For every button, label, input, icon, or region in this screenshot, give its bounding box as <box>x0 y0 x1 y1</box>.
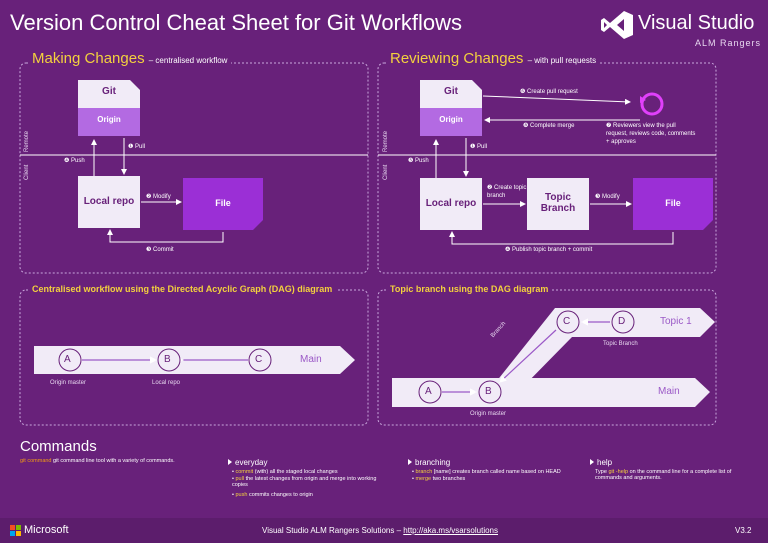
everyday-bullet-icon <box>228 459 232 465</box>
version-label: V3.2 <box>735 526 752 535</box>
commit-b <box>157 348 181 372</box>
commands-intro: git command git command line tool with a… <box>20 458 175 464</box>
origin-label: Origin <box>97 115 121 124</box>
topic-branch-band <box>488 308 715 392</box>
origin-master-label: Origin master <box>470 411 507 417</box>
main-label: Main <box>658 386 680 397</box>
command-item: • branch [name] creates branch called na… <box>412 469 561 475</box>
commit-arrow <box>107 229 224 243</box>
main-label: Main <box>300 354 322 365</box>
commit-c <box>248 348 272 372</box>
origin-label: Origin <box>439 115 463 124</box>
modify-label: ❸ Modify <box>595 194 620 200</box>
git-box <box>78 80 140 108</box>
create-branch-label: ❷ Create topic branch <box>487 185 527 199</box>
commit-a <box>418 380 442 404</box>
commands-title: Commands <box>20 438 97 455</box>
complete-merge-label: ❽ Complete merge <box>523 123 575 129</box>
commit-b <box>478 380 502 404</box>
git-label: Git <box>444 86 458 97</box>
create-pr-label: ❻ Create pull request <box>520 89 578 95</box>
local-repo-box <box>78 176 140 228</box>
brand-name: Visual Studio <box>638 12 755 34</box>
file-label: File <box>215 198 231 208</box>
pull-label: ❶ Pull <box>470 144 488 150</box>
branching-bullet-icon <box>408 459 412 465</box>
git-box <box>420 80 482 108</box>
making-changes-title: Making Changes – centralised workflow <box>28 50 232 67</box>
commit-d <box>611 310 635 334</box>
commit-d-label: D <box>618 316 626 327</box>
topic-branch-label: Topic Branch <box>540 192 576 214</box>
commit-b-label: B <box>485 386 492 397</box>
push-label: ❹ Push <box>64 158 85 164</box>
create-pr-arrow <box>482 95 631 105</box>
topic1-label: Topic 1 <box>660 316 692 327</box>
help-bullet-icon <box>590 459 594 465</box>
help-text: Type git -help on the command line for a… <box>595 469 732 481</box>
command-item: • commit (with) all the staged local cha… <box>232 469 338 475</box>
commit-a-label: A <box>64 354 71 365</box>
command-item: • push commits changes to origin <box>232 492 313 498</box>
file-fold <box>703 220 713 230</box>
client-label: Client <box>383 164 389 180</box>
microsoft-label: Microsoft <box>24 524 69 536</box>
publish-arrow <box>449 231 674 245</box>
everyday-heading: everyday <box>235 458 268 467</box>
local-repo-box <box>420 178 482 230</box>
client-label: Client <box>24 164 30 180</box>
topic-branch-label: Topic Branch <box>603 341 638 347</box>
local-repo-label: Local repo <box>83 196 135 207</box>
commit-c-label: C <box>255 354 263 365</box>
help-heading: help <box>597 458 613 467</box>
reviewers-label: ❼ Reviewers view the pull request, revie… <box>606 123 696 145</box>
publish-label: ❹ Publish topic branch + commit <box>505 247 593 253</box>
commit-b-label: B <box>164 354 171 365</box>
remote-label: Remote <box>24 130 30 152</box>
remote-label: Remote <box>383 130 389 152</box>
review-cycle-icon <box>640 92 664 116</box>
origin-fold <box>472 80 482 90</box>
reviewing-changes-panel <box>377 62 717 274</box>
local-repo-label: Local repo <box>425 198 477 209</box>
footer-bar <box>0 518 768 543</box>
command-item: • merge two branches <box>412 476 466 482</box>
main-branch-band <box>392 378 710 407</box>
file-box <box>633 178 713 230</box>
visual-studio-logo-icon <box>600 10 634 45</box>
commit-a <box>58 348 82 372</box>
commit-c <box>556 310 580 334</box>
commit-label: ❸ Commit <box>146 247 174 253</box>
origin-box <box>420 108 482 136</box>
origin-fold <box>130 80 140 90</box>
dag-central-title: Centralised workflow using the Directed … <box>28 284 337 294</box>
origin-box <box>78 108 140 136</box>
command-item: • pull the latest changes from origin an… <box>232 476 377 488</box>
reviewing-changes-title: Reviewing Changes – with pull requests <box>386 50 601 67</box>
file-label: File <box>665 198 681 208</box>
branching-heading: branching <box>415 458 451 467</box>
pull-label: ❶ Pull <box>128 144 146 150</box>
brand-subtitle: ALM Rangers <box>695 38 762 48</box>
push-label: ❺ Push <box>408 158 429 164</box>
page-title: Version Control Cheat Sheet for Git Work… <box>10 10 463 35</box>
commit-a-label: A <box>425 386 432 397</box>
modify-label: ❷ Modify <box>146 194 171 200</box>
git-label: Git <box>102 86 116 97</box>
dag-topic-panel <box>377 289 717 426</box>
dag-topic-title: Topic branch using the DAG diagram <box>386 284 553 294</box>
origin-master-label: Origin master <box>50 380 87 386</box>
solutions-link[interactable]: http://aka.ms/vsarsolutions <box>403 526 498 535</box>
file-box <box>183 178 263 230</box>
commit-c-label: C <box>563 316 571 327</box>
topic-branch-box <box>527 178 589 230</box>
microsoft-logo-icon <box>10 525 15 530</box>
footer-credit: Visual Studio ALM Rangers Solutions – ht… <box>262 526 498 535</box>
file-fold <box>253 220 263 230</box>
local-repo-label: Local repo <box>152 380 181 386</box>
